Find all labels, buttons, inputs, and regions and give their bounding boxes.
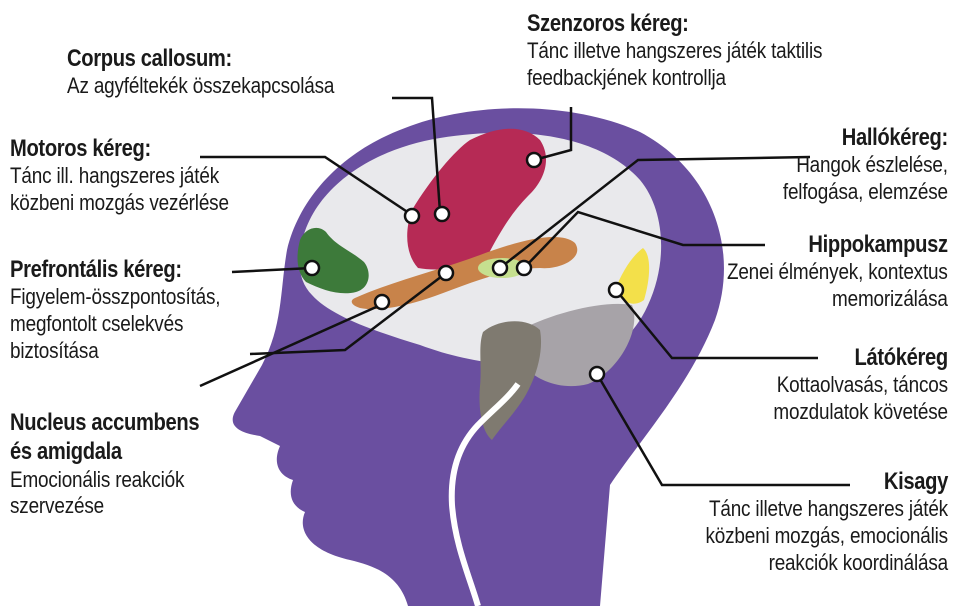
marker-kisagy [590,367,604,381]
label-hallokereg-title: Hallókéreg: [787,123,948,152]
label-latokereg-title: Látókéreg [778,343,948,372]
label-kisagy: Kisagy Tánc illetve hangszeres játék köz… [666,467,948,577]
marker-accumbens [439,266,453,280]
label-hippokampusz-desc: Zenei élmények, kontextus memorizálása [727,259,948,313]
label-motoros-kereg: Motoros kéreg: Tánc ill. hangszeres játé… [10,134,264,217]
label-corpus-callosum-title: Corpus callosum: [67,44,328,73]
label-hippokampusz: Hippokampusz Zenei élmények, kontextus m… [691,230,948,313]
label-kisagy-desc: Tánc illetve hangszeres játék közbeni mo… [706,496,948,576]
marker-szenzoros [527,153,541,167]
marker-prefrontalis [305,261,319,275]
label-szenzoros-kereg-title: Szenzoros kéreg: [527,9,815,38]
label-hippokampusz-title: Hippokampusz [732,230,948,259]
label-motoros-kereg-title: Motoros kéreg: [10,134,224,163]
label-nucleus-accumbens-desc: Emocionális reakciók szervezése [10,467,204,521]
label-nucleus-accumbens: Nucleus accumbens és amigdala Emocionáli… [10,408,235,520]
marker-hallokereg [493,261,507,275]
marker-corpus-callosum [435,207,449,221]
marker-motoros [405,209,419,223]
label-kisagy-title: Kisagy [711,467,948,496]
label-latokereg: Látókéreg Kottaolvasás, táncos mozdulato… [745,343,948,426]
label-hallokereg: Hallókéreg: Hangok észlelése, felfogása,… [756,123,948,206]
marker-nucleus [375,295,389,309]
label-corpus-callosum-desc: Az agyféltekék összekapcsolása [67,73,334,100]
label-hallokereg-desc: Hangok észlelése, felfogása, elemzése [783,152,948,206]
label-prefrontalis-kereg: Prefrontális kéreg: Figyelem-összpontosí… [10,255,255,365]
label-latokereg-desc: Kottaolvasás, táncos mozdulatok követése [774,372,948,426]
label-szenzoros-kereg: Szenzoros kéreg: Tánc illetve hangszeres… [527,9,870,92]
label-prefrontalis-kereg-desc: Figyelem-összpontosítás, megfontolt csel… [10,284,220,364]
marker-latokereg [609,283,623,297]
label-nucleus-accumbens-title: Nucleus accumbens és amigdala [10,408,199,467]
marker-hippokampusz [517,261,531,275]
label-szenzoros-kereg-desc: Tánc illetve hangszeres játék taktilis f… [527,38,822,92]
label-motoros-kereg-desc: Tánc ill. hangszeres játék közbeni mozgá… [10,163,229,217]
label-prefrontalis-kereg-title: Prefrontális kéreg: [10,255,215,284]
label-corpus-callosum: Corpus callosum: Az agyféltekék összekap… [67,44,378,100]
